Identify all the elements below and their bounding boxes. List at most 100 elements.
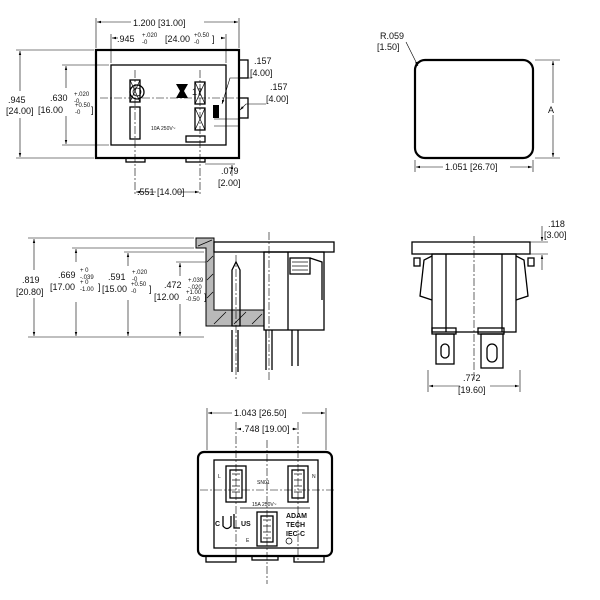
side-top-flange xyxy=(213,241,335,253)
rear-dim-radius: R.059 xyxy=(380,31,404,41)
end-solder-tab-right xyxy=(480,333,504,369)
bottom-dim-overall-width: 1.043 [26.50] xyxy=(234,408,287,418)
bottom-inner-outline xyxy=(213,459,319,549)
svg-text:[12.00: [12.00 xyxy=(154,292,179,302)
bottom-brand-line2: TECH xyxy=(286,522,305,529)
svg-text:[4.00]: [4.00] xyxy=(250,68,273,78)
svg-text:-0: -0 xyxy=(74,99,80,105)
svg-text:+0.50: +0.50 xyxy=(194,33,210,39)
svg-text:[20.80]: [20.80] xyxy=(16,287,44,297)
side-section-hatched xyxy=(195,237,265,327)
svg-text:-0: -0 xyxy=(75,110,81,116)
side-contact-pin xyxy=(231,260,241,327)
end-solder-tab-left xyxy=(435,333,455,365)
svg-text:[3.00]: [3.00] xyxy=(544,230,567,240)
front-inner-outline xyxy=(110,64,227,146)
svg-text:+0.50: +0.50 xyxy=(131,282,147,288)
end-clip-left xyxy=(419,255,433,301)
svg-text:+.020: +.020 xyxy=(74,92,90,98)
side-section-view: .819 [20.80] .669 + 0 -.039 [17.00 + 0 -… xyxy=(16,232,335,380)
svg-text:+1.00: +1.00 xyxy=(186,290,202,296)
front-clip-lower xyxy=(238,97,249,119)
bottom-label-e: E xyxy=(246,538,250,544)
bottom-brand-line3: IEC-C xyxy=(286,531,305,538)
front-clip-upper xyxy=(238,59,249,79)
svg-text:]: ] xyxy=(91,105,94,115)
svg-text:-1.00: -1.00 xyxy=(80,287,94,293)
side-dim-b: .591 xyxy=(108,272,126,282)
bottom-marking-sn: SN01 xyxy=(257,480,270,486)
svg-text:[24.00: [24.00 xyxy=(165,34,190,44)
svg-text:-0.50: -0.50 xyxy=(186,297,200,303)
svg-text:+.020: +.020 xyxy=(142,33,158,39)
bottom-dim-pin-spacing: .748 [19.00] xyxy=(242,424,290,434)
end-dim-width: .772 xyxy=(463,373,481,383)
svg-text:]: ] xyxy=(204,292,207,302)
end-view: .118 [3.00] .772 [19.60] xyxy=(411,219,567,395)
svg-text:[17.00: [17.00 xyxy=(50,282,75,292)
svg-text:+.039: +.039 xyxy=(188,278,204,284)
side-dim-a: .669 xyxy=(58,270,76,280)
svg-text:+0.50: +0.50 xyxy=(75,103,91,109)
rear-outline xyxy=(413,58,535,160)
front-pin-solder-tab xyxy=(185,135,206,143)
end-clip-right xyxy=(515,255,529,301)
front-pin-ground xyxy=(129,106,141,140)
end-dim-flange: .118 xyxy=(548,219,565,229)
bottom-brand-line1: ADAM xyxy=(286,513,307,520)
svg-text:-0: -0 xyxy=(142,40,148,46)
svg-text:-0: -0 xyxy=(132,277,138,283)
svg-text:[4.00]: [4.00] xyxy=(266,94,289,104)
ul-mark-us: US xyxy=(241,521,251,528)
svg-text:[24.00]: [24.00] xyxy=(6,106,34,116)
front-outer-outline xyxy=(94,48,241,160)
front-dim-overall-height: .945 xyxy=(8,95,26,105)
svg-text:[2.00]: [2.00] xyxy=(218,178,241,188)
front-view: 17 10A 250V~ 1.200 [31.00] .945 +.020 -0… xyxy=(6,18,289,197)
front-marking-rating: 10A 250V~ xyxy=(151,126,176,132)
svg-text:[15.00: [15.00 xyxy=(102,284,127,294)
ccc-logo-icon xyxy=(129,84,145,100)
front-clip-latch xyxy=(213,105,219,118)
svg-text:-.039: -.039 xyxy=(80,275,94,281)
svg-text:[1.50]: [1.50] xyxy=(377,42,400,52)
side-body xyxy=(263,251,325,331)
front-marking-number: 17 xyxy=(192,87,202,97)
front-dim-inner-height: .630 xyxy=(50,93,68,103)
rear-dim-height-label: A xyxy=(548,105,554,115)
bottom-marking-rating: 15A 250V~ xyxy=(252,502,277,508)
bottom-label-l: L xyxy=(218,474,221,480)
side-dim-c: .472 xyxy=(164,280,182,290)
rear-view: R.059 [1.50] A 1.051 [26.70] xyxy=(377,31,560,172)
rear-dim-width: 1.051 [26.70] xyxy=(445,162,498,172)
ul-mark-c: C xyxy=(215,521,220,528)
ul-mark-icon: C US xyxy=(215,514,251,530)
svg-text:-.020: -.020 xyxy=(188,285,202,291)
front-foot-right xyxy=(185,157,206,163)
ground-symbol-icon xyxy=(285,537,293,545)
svg-text:-0: -0 xyxy=(131,289,137,295)
svg-text:[19.60]: [19.60] xyxy=(458,385,486,395)
front-dim-pin-gap: .157 xyxy=(270,82,288,92)
bottom-label-n: N xyxy=(312,474,316,480)
front-foot-left xyxy=(125,157,146,163)
end-top-flange xyxy=(411,241,531,255)
svg-text:]: ] xyxy=(212,34,215,44)
svg-text:+ 0: + 0 xyxy=(80,268,89,274)
front-dim-overall-width: 1.200 [31.00] xyxy=(133,18,186,28)
svg-text:]: ] xyxy=(149,284,152,294)
front-dim-pin-width: .157 xyxy=(254,56,272,66)
side-dim-overall-height: .819 xyxy=(22,275,40,285)
side-latch xyxy=(289,257,311,275)
svg-text:[16.00: [16.00 xyxy=(38,105,63,115)
svg-text:-0: -0 xyxy=(194,40,200,46)
svg-text:+ 0: + 0 xyxy=(80,280,89,286)
svg-text:+.020: +.020 xyxy=(132,270,148,276)
bottom-view: L N E SN01 15A 250V~ ADAM TECH IEC-C C U… xyxy=(196,408,336,584)
front-dim-pin-spacing: .551 [14.00] xyxy=(137,187,185,197)
svg-text:]: ] xyxy=(98,282,101,292)
front-dim-inner-width: .945 xyxy=(117,34,135,44)
safety-mark-icon xyxy=(176,84,188,98)
front-dim-bottom-offset: .079 xyxy=(221,166,239,176)
